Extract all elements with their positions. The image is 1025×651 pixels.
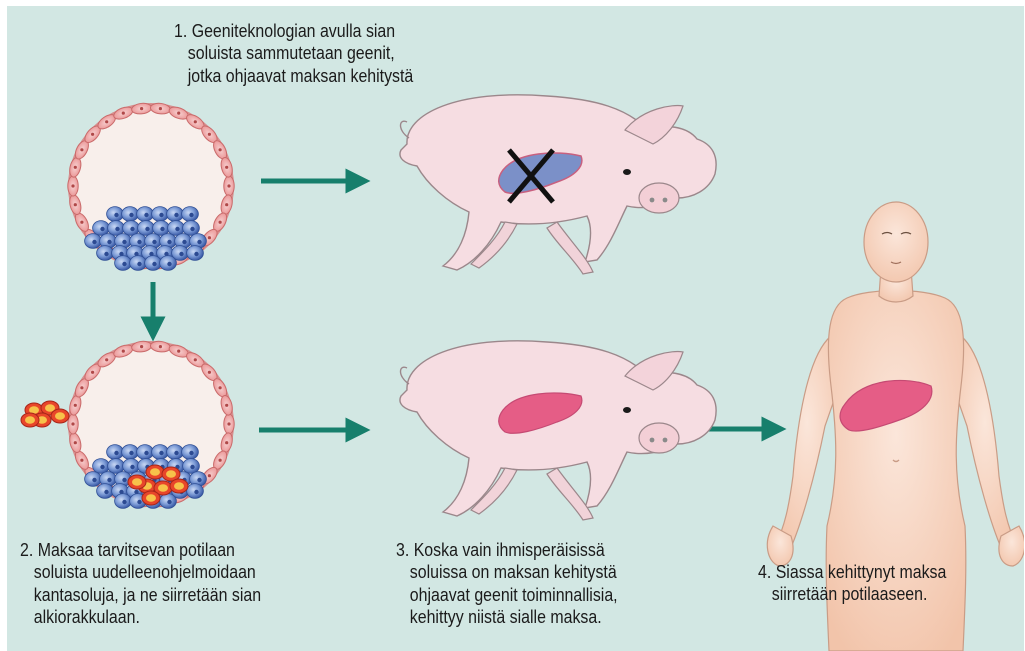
step-2-number: 2. (20, 539, 33, 560)
step-3-line-2: soluissa on maksan kehitystä (396, 561, 618, 583)
step-2-line-2: soluista uudelleenohjelmoidaan (20, 561, 261, 583)
step-3-number: 3. (396, 539, 409, 560)
step-3-line-3: ohjaavat geenit toiminnallisia, (396, 584, 618, 606)
step-3-line-1: 3. Koska vain ihmisperäisissä (396, 539, 618, 561)
pig-icon (400, 341, 716, 520)
step-3-caption: 3. Koska vain ihmisperäisissä soluissa o… (396, 539, 618, 629)
step-3-line-4: kehittyy niistä sialle maksa. (396, 606, 618, 628)
stem-cells-icon (21, 401, 69, 427)
step-4-line-2: siirretään potilaaseen. (758, 583, 946, 605)
step-1-line-2: soluista sammutetaan geenit, (174, 42, 413, 64)
pig-icon (400, 95, 716, 274)
step-1-line-3: jotka ohjaavat maksan kehitystä (174, 65, 413, 87)
step-4-line-1: 4. Siassa kehittynyt maksa (758, 561, 946, 583)
blastocyst-icon (68, 102, 234, 270)
step-4-number: 4. (758, 561, 771, 582)
blastocyst-icon (68, 340, 234, 508)
step-1-number: 1. (174, 20, 187, 41)
step-1-line-1: 1. Geeniteknologian avulla sian (174, 20, 413, 42)
diagram-canvas: 1. Geeniteknologian avulla sian soluista… (7, 6, 1024, 651)
step-1-caption: 1. Geeniteknologian avulla sian soluista… (174, 20, 413, 87)
step-4-caption: 4. Siassa kehittynyt maksa siirretään po… (758, 561, 946, 606)
step-2-line-1: 2. Maksaa tarvitsevan potilaan (20, 539, 261, 561)
step-2-line-4: alkiorakkulaan. (20, 606, 261, 628)
step-2-line-3: kantasoluja, ja ne siirretään sian (20, 584, 261, 606)
step-2-caption: 2. Maksaa tarvitsevan potilaan soluista … (20, 539, 261, 629)
